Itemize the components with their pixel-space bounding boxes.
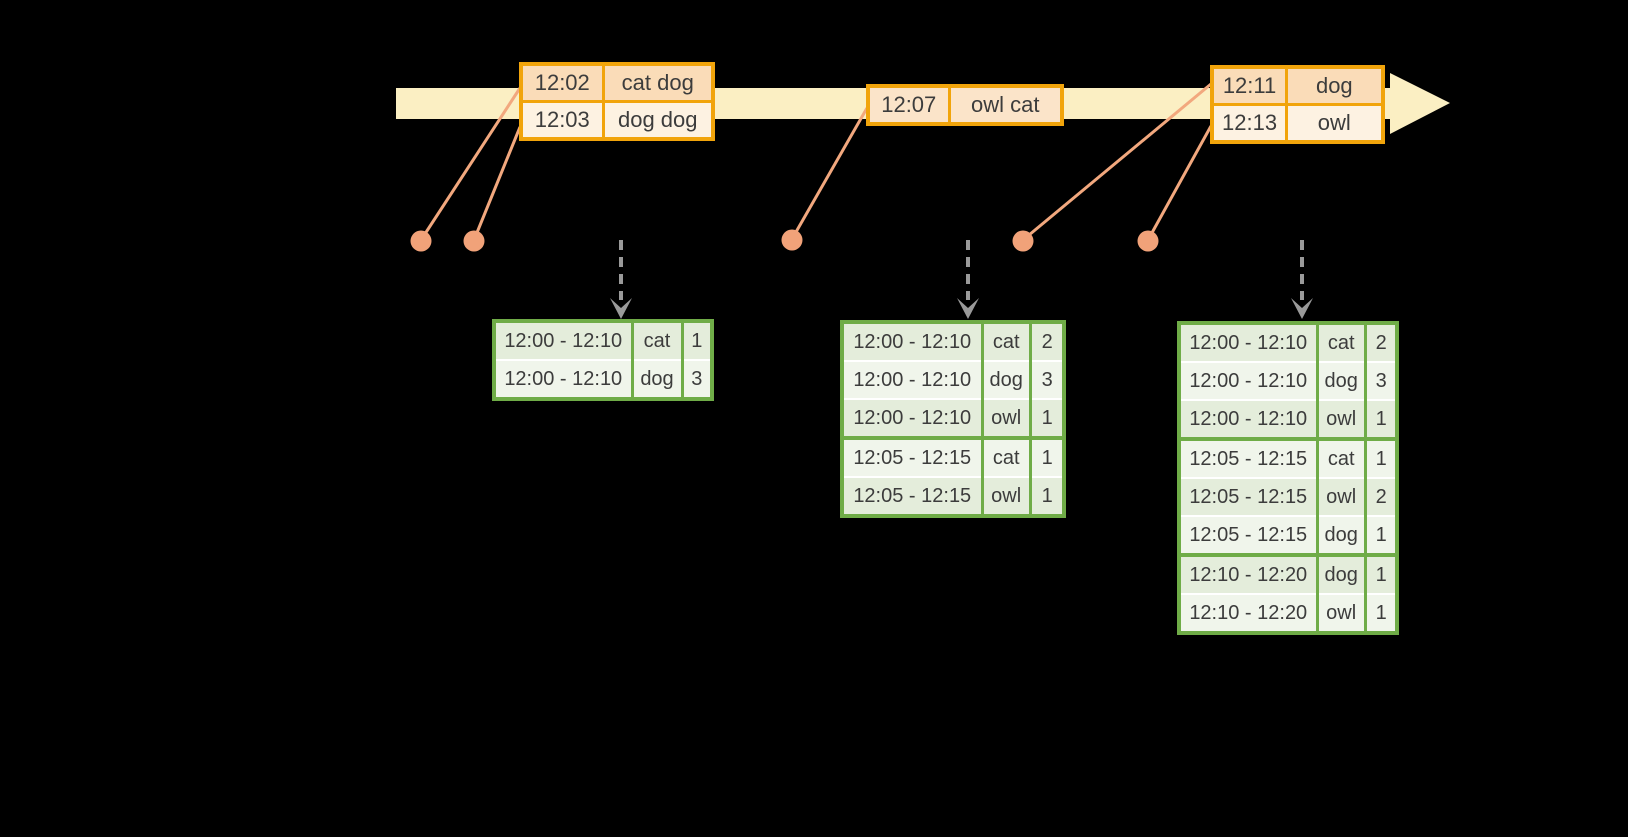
count-cell: 1	[1028, 398, 1066, 439]
result-row: 12:00 - 12:10 owl 1	[1177, 399, 1399, 440]
result-row: 12:00 - 12:10 cat 2	[1177, 322, 1399, 363]
window-cell: 12:00 - 12:10	[840, 360, 984, 400]
trigger-arrowhead-icon	[610, 298, 632, 319]
result-row: 12:05 - 12:15 owl 1	[840, 476, 1066, 517]
event-time-cell: 12:11	[1210, 65, 1289, 106]
word-cell: owl	[980, 398, 1032, 439]
result-row: 12:05 - 12:15 dog 1	[1177, 515, 1399, 556]
window-cell: 12:00 - 12:10	[492, 320, 634, 361]
result-row: 12:00 - 12:10 dog 3	[1177, 361, 1399, 401]
word-cell: owl	[1315, 477, 1367, 517]
window-cell: 12:00 - 12:10	[492, 359, 634, 400]
window-cell: 12:00 - 12:10	[1177, 361, 1319, 401]
word-cell: dog	[1315, 361, 1367, 401]
result-table-3: 12:00 - 12:10 cat 2 12:00 - 12:10 dog 3 …	[1177, 321, 1400, 635]
window-cell: 12:05 - 12:15	[1177, 437, 1319, 479]
event-words-cell: owl	[1285, 103, 1385, 144]
trigger-arrows	[610, 240, 1313, 319]
result-row: 12:00 - 12:10 dog 3	[492, 359, 714, 400]
event-time-cell: 12:13	[1210, 103, 1289, 144]
event-table-3: 12:11 dog 12:13 owl	[1210, 65, 1385, 144]
result-row: 12:05 - 12:15 cat 1	[840, 436, 1066, 478]
event-words-cell: owl cat	[947, 84, 1064, 126]
result-row: 12:00 - 12:10 cat 2	[840, 321, 1066, 362]
result-row: 12:00 - 12:10 owl 1	[840, 398, 1066, 439]
count-cell: 1	[1028, 476, 1066, 517]
word-cell: owl	[1315, 593, 1367, 634]
count-cell: 1	[680, 320, 714, 361]
result-row: 12:10 - 12:20 dog 1	[1177, 553, 1399, 595]
event-table-2: 12:07 owl cat	[866, 84, 1064, 126]
word-cell: dog	[630, 359, 684, 400]
word-cell: dog	[980, 360, 1032, 400]
event-words-cell: dog	[1285, 65, 1385, 106]
event-table-row: 12:02 cat dog	[519, 62, 715, 103]
marker-line	[472, 126, 522, 241]
event-dot	[1137, 230, 1159, 252]
result-row: 12:05 - 12:15 owl 2	[1177, 477, 1399, 517]
event-dot	[463, 230, 485, 252]
event-marker-dots	[410, 229, 1159, 252]
count-cell: 1	[1028, 436, 1066, 478]
word-cell: dog	[1315, 515, 1367, 556]
count-cell: 3	[1363, 361, 1399, 401]
event-words-cell: cat dog	[601, 62, 715, 103]
word-cell: cat	[980, 436, 1032, 478]
count-cell: 1	[1363, 593, 1399, 634]
window-cell: 12:05 - 12:15	[1177, 515, 1319, 556]
window-cell: 12:05 - 12:15	[840, 436, 984, 478]
word-cell: cat	[1315, 322, 1367, 363]
count-cell: 2	[1028, 321, 1066, 362]
result-row: 12:00 - 12:10 cat 1	[492, 320, 714, 361]
word-cell: cat	[980, 321, 1032, 362]
count-cell: 2	[1363, 477, 1399, 517]
marker-line	[1146, 125, 1213, 241]
window-cell: 12:10 - 12:20	[1177, 553, 1319, 595]
count-cell: 1	[1363, 437, 1399, 479]
event-table-row: 12:03 dog dog	[519, 100, 715, 141]
word-cell: cat	[630, 320, 684, 361]
count-cell: 1	[1363, 515, 1399, 556]
timeline-arrowhead-icon	[1390, 73, 1450, 134]
window-cell: 12:10 - 12:20	[1177, 593, 1319, 634]
result-table-2: 12:00 - 12:10 cat 2 12:00 - 12:10 dog 3 …	[840, 320, 1067, 518]
word-cell: cat	[1315, 437, 1367, 479]
event-table-row: 12:07 owl cat	[866, 84, 1064, 126]
event-dot	[1012, 230, 1034, 252]
event-table-row: 12:11 dog	[1210, 65, 1385, 106]
trigger-arrowhead-icon	[957, 298, 979, 319]
window-cell: 12:05 - 12:15	[1177, 477, 1319, 517]
event-dot	[410, 230, 432, 252]
event-time-cell: 12:03	[519, 100, 605, 141]
window-cell: 12:05 - 12:15	[840, 476, 984, 517]
event-table-1: 12:02 cat dog 12:03 dog dog	[519, 62, 715, 141]
marker-line	[1022, 82, 1212, 242]
event-time-cell: 12:02	[519, 62, 605, 103]
result-table-1: 12:00 - 12:10 cat 1 12:00 - 12:10 dog 3	[492, 319, 714, 401]
word-cell: owl	[980, 476, 1032, 517]
window-cell: 12:00 - 12:10	[840, 398, 984, 439]
event-dot	[781, 229, 803, 251]
event-time-cell: 12:07	[866, 84, 951, 126]
count-cell: 1	[1363, 553, 1399, 595]
marker-line	[790, 107, 869, 240]
marker-line	[419, 87, 522, 241]
event-table-row: 12:13 owl	[1210, 103, 1385, 144]
word-cell: owl	[1315, 399, 1367, 440]
trigger-arrowhead-icon	[1291, 298, 1313, 319]
result-row: 12:10 - 12:20 owl 1	[1177, 593, 1399, 634]
window-cell: 12:00 - 12:10	[1177, 399, 1319, 440]
count-cell: 3	[1028, 360, 1066, 400]
window-cell: 12:00 - 12:10	[840, 321, 984, 362]
count-cell: 3	[680, 359, 714, 400]
marker-lines	[419, 82, 1213, 242]
window-cell: 12:00 - 12:10	[1177, 322, 1319, 363]
word-cell: dog	[1315, 553, 1367, 595]
result-row: 12:00 - 12:10 dog 3	[840, 360, 1066, 400]
event-words-cell: dog dog	[601, 100, 715, 141]
count-cell: 2	[1363, 322, 1399, 363]
result-row: 12:05 - 12:15 cat 1	[1177, 437, 1399, 479]
count-cell: 1	[1363, 399, 1399, 440]
